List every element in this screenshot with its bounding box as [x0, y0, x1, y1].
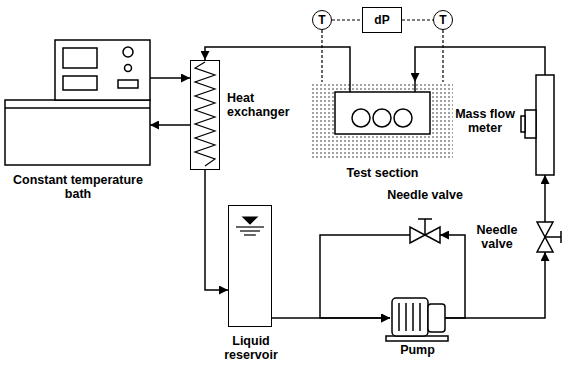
- valve-body: [425, 227, 440, 243]
- motor-fin: [405, 303, 407, 331]
- controller-screen: [63, 48, 97, 68]
- meter-connector: [521, 116, 525, 132]
- label-holder: Heat exchanger: [227, 91, 303, 120]
- valve-body: [410, 227, 425, 243]
- component-label: Pump: [390, 343, 445, 357]
- motor-fin: [419, 303, 421, 331]
- level-line: [236, 226, 264, 227]
- valve-handle: [418, 218, 432, 220]
- valve-stem: [545, 236, 561, 238]
- label-holder: Needle valve: [379, 188, 471, 202]
- valve-handle: [560, 231, 562, 243]
- valve-drawing: [410, 219, 561, 252]
- heat-exchanger-coil: [195, 62, 215, 166]
- signal-line: [332, 19, 362, 20]
- component-label: Heat exchanger: [227, 91, 303, 120]
- pipe-line: [440, 235, 465, 318]
- pipe-line: [320, 235, 410, 318]
- pump-node: Pump: [390, 296, 445, 340]
- signal-line: [402, 19, 433, 20]
- channel-circle: [352, 109, 370, 127]
- bath-tank: [5, 100, 150, 165]
- channel-circle: [373, 109, 391, 127]
- level-line: [244, 234, 256, 235]
- node-text: T: [318, 14, 325, 26]
- needle-valve-node: Needle valve: [410, 227, 440, 243]
- test-section-node: Test section: [312, 82, 453, 160]
- component-label: Liquid reservoir: [207, 334, 295, 363]
- insulation: [312, 82, 453, 160]
- component-label: Constant temperature bath: [3, 173, 153, 202]
- meter-sensor: [525, 110, 536, 138]
- level-triangle: [243, 217, 257, 224]
- label-holder: Pump: [390, 343, 445, 357]
- meter-tube: [536, 75, 554, 175]
- motor-fin: [398, 303, 400, 331]
- component-label: Needle valve: [379, 188, 471, 202]
- pipe-line: [150, 124, 190, 126]
- reservoir-box: Liquid reservoir: [228, 205, 272, 327]
- node-text: dP: [374, 14, 389, 26]
- pressure-sensor: dP: [362, 7, 402, 33]
- channel-circle: [394, 109, 412, 127]
- label-holder: Test section: [312, 166, 453, 180]
- pipe-stub: [349, 82, 351, 92]
- controller-knob: [123, 47, 133, 57]
- water-level-symbol: [236, 217, 264, 235]
- pump-drawing: [386, 298, 448, 341]
- label-holder: Mass flow meter: [452, 107, 518, 136]
- label-holder: Liquid reservoir: [207, 334, 295, 363]
- controller-panel: [63, 76, 97, 90]
- test-block: [335, 92, 430, 134]
- pipe-line: [544, 175, 546, 222]
- pipe-line: [445, 252, 545, 318]
- component-label: Mass flow meter: [452, 107, 518, 136]
- needle-valve-node: Needle valve: [537, 222, 553, 252]
- pump-head: [428, 304, 445, 332]
- pipe-line: [150, 77, 190, 79]
- flow-meter-node: Mass flow meter: [536, 75, 554, 175]
- signal-line: [442, 30, 443, 82]
- component-label: Test section: [312, 166, 453, 180]
- pipe-line: [205, 170, 228, 290]
- bath-controller: [55, 40, 150, 100]
- node-text: T: [439, 14, 446, 26]
- valve-body: [537, 222, 553, 237]
- valve-body: [537, 237, 553, 252]
- signal-line: [321, 30, 322, 82]
- motor-fin: [412, 303, 414, 331]
- controller-switch: [118, 80, 138, 88]
- label-holder: Needle valve: [467, 223, 527, 252]
- heat-exchanger-box: Heat exchanger: [190, 60, 220, 170]
- temperature-sensor: T: [312, 10, 332, 30]
- level-line: [240, 230, 260, 231]
- temperature-sensor: T: [433, 10, 453, 30]
- component-label: Needle valve: [467, 223, 527, 252]
- bath-node: Constant temperature bath: [5, 40, 150, 165]
- valve-stem: [424, 219, 426, 235]
- label-holder: Constant temperature bath: [3, 173, 153, 202]
- bath-drawing: [5, 40, 150, 165]
- bath-lid: [5, 107, 150, 109]
- pump-motor: [392, 298, 428, 336]
- controller-knob: [125, 65, 132, 72]
- test-section-drawing: [312, 82, 453, 160]
- pipe-line: [415, 47, 545, 82]
- flow-meter-drawing: [521, 75, 554, 175]
- pipe-line: [205, 47, 350, 82]
- pipe-stub: [414, 82, 416, 92]
